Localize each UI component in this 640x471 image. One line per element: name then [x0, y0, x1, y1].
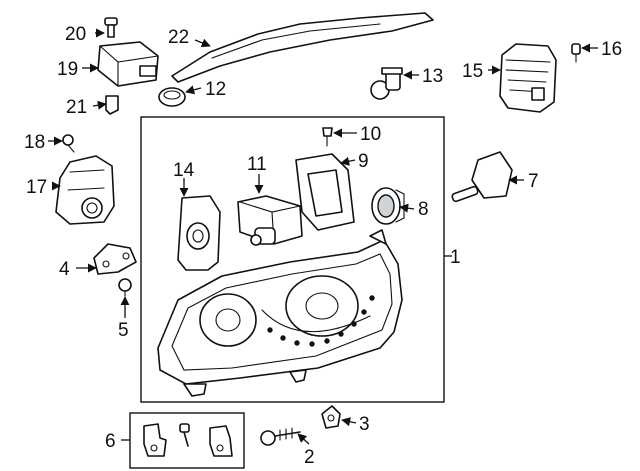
part-21-clip[interactable]	[105, 95, 119, 115]
part-19-control-module[interactable]	[97, 41, 159, 87]
callout-21: 21	[66, 97, 87, 118]
part-3-clip[interactable]	[321, 405, 341, 429]
part-16-screw[interactable]	[571, 43, 581, 63]
callout-15: 15	[462, 61, 483, 82]
headlamp-assembly-box	[140, 116, 445, 403]
callout-17: 17	[26, 177, 47, 198]
callout-11: 11	[247, 154, 267, 175]
callout-16: 16	[601, 39, 622, 60]
leader-lines	[48, 28, 598, 445]
part-18-screw[interactable]	[62, 134, 75, 153]
part-22-trim-strip[interactable]	[171, 12, 434, 83]
part-12-grommet[interactable]	[158, 87, 186, 107]
part-10-screw[interactable]	[322, 127, 333, 147]
part-6-bracket-kit[interactable]	[143, 423, 233, 457]
callout-7: 7	[528, 171, 539, 192]
callout-6: 6	[105, 431, 116, 452]
part-5-screw[interactable]	[118, 278, 132, 297]
callout-9: 9	[358, 151, 369, 172]
callout-12: 12	[205, 79, 226, 100]
callout-5: 5	[118, 320, 129, 341]
callout-2: 2	[304, 447, 315, 468]
callout-14: 14	[173, 160, 195, 181]
callout-18: 18	[24, 132, 45, 153]
callout-3: 3	[359, 414, 370, 435]
part-7-xenon-bulb[interactable]	[451, 151, 513, 203]
part-8-dust-cap[interactable]	[371, 187, 405, 225]
callout-22: 22	[168, 27, 189, 48]
callout-10: 10	[360, 124, 381, 145]
callout-19: 19	[57, 59, 78, 80]
part-4-bracket[interactable]	[93, 243, 137, 275]
part-15-ballast[interactable]	[499, 43, 557, 113]
callout-20: 20	[65, 24, 86, 45]
part-14-bulb-cover[interactable]	[177, 195, 221, 271]
callout-1: 1	[450, 247, 461, 268]
callout-13: 13	[422, 66, 443, 87]
callout-4: 4	[59, 259, 70, 280]
part-11-leveling-motor[interactable]	[237, 195, 303, 246]
callout-8: 8	[418, 199, 429, 220]
part-20-bolt[interactable]	[104, 17, 118, 38]
part-2-bolt[interactable]	[260, 427, 301, 446]
part-1-headlamp[interactable]	[157, 229, 403, 397]
callout-labels: 1 2 3 4 5 6 7 8 9 10 11 12 13 14 15 16 1…	[24, 24, 622, 468]
part-9-mounting-frame[interactable]	[295, 153, 355, 231]
part-17-leveling-module[interactable]	[55, 155, 115, 225]
part-13-bulb[interactable]	[370, 67, 403, 100]
